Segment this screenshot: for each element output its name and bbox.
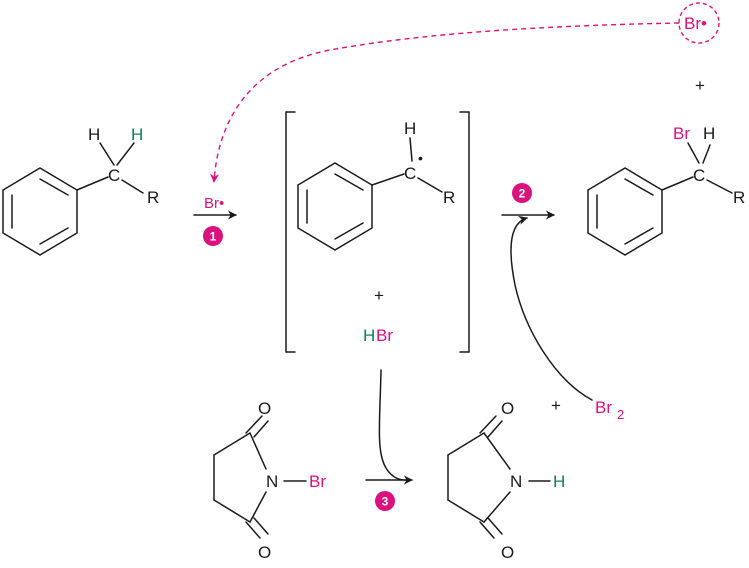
br-radical-label: Br• [684, 14, 707, 33]
oxygen-atom: O [501, 399, 514, 418]
bromine-atom: Br [673, 124, 690, 143]
carbon-atom: C [108, 166, 120, 185]
hbr-h: H [363, 326, 375, 345]
benzylic-radical: H C • R [297, 119, 455, 251]
plus-sign: + [374, 286, 384, 305]
hbr-byproduct: H Br [363, 326, 393, 345]
plus-sign: + [695, 76, 705, 95]
benzene-ring [297, 162, 373, 251]
nitrogen-atom: N [510, 472, 522, 491]
step-1-number: 1 [210, 230, 217, 244]
h-atom: H [703, 124, 715, 143]
regenerated-br-radical: Br• [678, 2, 720, 44]
benzyl-bromide-product: Br H C R [587, 124, 745, 256]
bromine-atom: Br [309, 472, 326, 491]
h-atom: H [404, 119, 416, 138]
radical-electron: • [418, 150, 423, 166]
carbon-atom: C [404, 164, 416, 183]
step-3-arrow: 3 [365, 369, 413, 511]
step-3-badge [375, 491, 395, 511]
step-2-badge [512, 183, 532, 203]
h-atom: H [88, 125, 100, 144]
br2-entry-curve [510, 215, 593, 401]
intermediate-bracket [285, 111, 470, 353]
oxygen-atom: O [258, 543, 271, 562]
oxygen-atom: O [501, 543, 514, 562]
r-group: R [147, 188, 159, 207]
benzene-ring [587, 167, 663, 256]
benzene-ring [2, 167, 78, 256]
nbs-molecule: O N Br O [213, 399, 326, 562]
br-radical-reagent: Br• [204, 195, 224, 212]
br2-label: Br [595, 398, 612, 417]
starting-material: H H C R [2, 125, 159, 256]
succinimide-molecule: O N H O [447, 399, 565, 562]
br2-subscript: 2 [617, 407, 624, 422]
r-group: R [443, 188, 455, 207]
hbr-br: Br [376, 326, 393, 345]
br-radical-regeneration-arrow [210, 22, 680, 183]
step-2-number: 2 [519, 187, 526, 201]
nitrogen-atom: N [266, 472, 278, 491]
carbon-atom: C [693, 166, 705, 185]
br2-byproduct: Br 2 [595, 398, 624, 422]
step-1-arrow: Br• 1 [193, 195, 237, 246]
r-group: R [733, 188, 745, 207]
h-atom: H [553, 472, 565, 491]
step-2-arrow: 2 [501, 183, 555, 220]
step-3-number: 3 [382, 495, 389, 509]
plus-sign: + [551, 396, 561, 415]
abstracted-h-atom: H [131, 125, 143, 144]
oxygen-atom: O [258, 399, 271, 418]
hbr-entry-curve [378, 369, 412, 481]
step-1-badge [203, 226, 223, 246]
